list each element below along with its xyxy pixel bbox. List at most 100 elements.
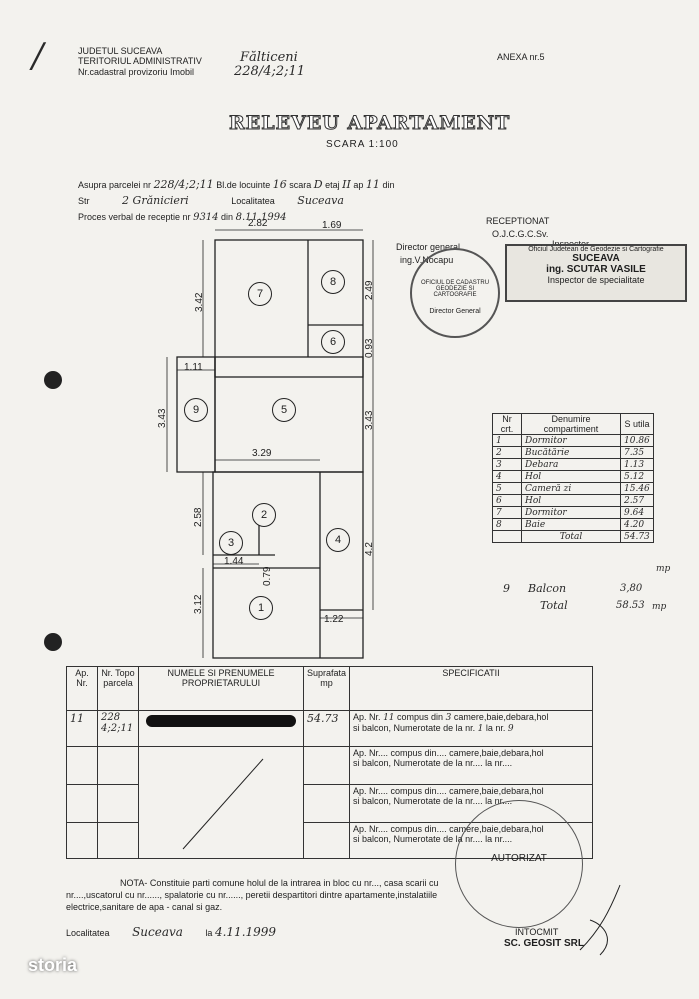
nota-date-label: la bbox=[205, 928, 213, 938]
owner-ap: 11 bbox=[66, 710, 98, 747]
annex-label: ANEXA nr.5 bbox=[497, 52, 545, 62]
block-label: Bl.de locuinte bbox=[216, 180, 271, 190]
legend-total-label: Total bbox=[521, 530, 621, 543]
inspector-stamp: Oficiul Judetean de Geodezie si Cartogra… bbox=[505, 244, 687, 302]
owner-name-cell bbox=[138, 710, 304, 747]
locality-value: Suceava bbox=[297, 194, 344, 207]
nota-line-3: electrice,sanitare de apa - canal si gaz… bbox=[66, 902, 223, 912]
owners-header-topo: Nr. Topo parcela bbox=[97, 666, 139, 711]
round-stamp-center: Director General bbox=[429, 308, 481, 315]
block-value: 16 bbox=[272, 178, 287, 191]
binder-hole-bottom bbox=[44, 633, 62, 651]
owners-header-row: Ap. Nr. Nr. Topo parcela NUMELE SI PRENU… bbox=[66, 666, 593, 711]
dim-bottom-w: 1.22 bbox=[324, 614, 344, 625]
spec-compus-label: compus din bbox=[397, 712, 444, 722]
stamp-line-3: ing. SCUTAR VASILE bbox=[546, 264, 646, 275]
legend-nr: 7 bbox=[492, 506, 522, 519]
legend-total-value: 54.73 bbox=[620, 530, 654, 543]
legend-nr: 5 bbox=[492, 482, 522, 495]
room-7-outline bbox=[214, 239, 364, 378]
empty-area bbox=[302, 784, 351, 823]
scara-value: D bbox=[313, 178, 323, 191]
spec-ap-label: Ap. Nr. bbox=[353, 712, 381, 722]
empty-area bbox=[302, 822, 351, 859]
room-1-marker: 1 bbox=[249, 596, 273, 620]
reception-label: RECEPTIONAT bbox=[486, 216, 550, 226]
nota-line-2: nr....,uscatorul cu nr......, spalatorie… bbox=[66, 890, 438, 900]
ap-value: 11 bbox=[365, 178, 380, 191]
redacted-owner-name bbox=[146, 715, 296, 727]
legend-row: 6 Hol 2.57 bbox=[492, 494, 654, 507]
spec-to-label: la nr. bbox=[485, 723, 506, 733]
empty-area bbox=[302, 746, 351, 785]
legend-name: Baie bbox=[521, 518, 621, 531]
legend-nr: 3 bbox=[492, 458, 522, 471]
legend-total-empty bbox=[492, 530, 522, 543]
legend-header-row: Nr crt. Denumire compartiment S utila bbox=[492, 413, 654, 435]
legend-name: Bucătărie bbox=[521, 446, 621, 459]
empty-spec-line: si balcon, Numerotate de la nr.... la nr… bbox=[353, 834, 513, 844]
legend-nr: 4 bbox=[492, 470, 522, 483]
dim-right-d: 4.2 bbox=[364, 542, 375, 556]
owner-area: 54.73 bbox=[302, 710, 351, 747]
locality-label: Localitatea bbox=[231, 196, 275, 206]
dim-right-b: 0.93 bbox=[364, 338, 375, 358]
legend-row: 7 Dormitor 9.64 bbox=[492, 506, 654, 519]
grand-total-unit: mp bbox=[652, 602, 667, 612]
stamp-line-2: SUCEAVA bbox=[572, 253, 620, 264]
empty-spec-line: si balcon, Numerotate de la nr.... la nr… bbox=[353, 758, 513, 768]
cross-out-line bbox=[182, 758, 264, 850]
pv-label: Proces verbal de receptie nr bbox=[78, 212, 191, 222]
pv-number: 9314 bbox=[193, 212, 219, 223]
owner-topo: 228 4;2;11 bbox=[97, 710, 139, 747]
legend-name: Dormitor bbox=[521, 506, 621, 519]
etaj-value: II bbox=[342, 178, 351, 191]
empty-spec-line: Ap. Nr.... compus din.... camere,baie,de… bbox=[353, 824, 544, 834]
legend-row: 8 Baie 4.20 bbox=[492, 518, 654, 531]
legend-row: 3 Debara 1.13 bbox=[492, 458, 654, 471]
owners-header-ap: Ap. Nr. bbox=[66, 666, 98, 711]
owners-header-name: NUMELE SI PRENUMELE PROPRIETARULUI bbox=[138, 666, 304, 711]
owner-spec-line-1: Ap. Nr. 11 compus din 3 camere,baie,deba… bbox=[353, 712, 589, 723]
legend-nr: 6 bbox=[492, 494, 522, 507]
nota-locality-line: Localitatea Suceava la 4.11.1999 bbox=[66, 926, 276, 938]
binder-hole-top bbox=[44, 371, 62, 389]
empty-ap bbox=[66, 784, 98, 823]
cadastral-label: Nr.cadastral provizoriu Imobil bbox=[78, 67, 195, 77]
room-2-marker: 2 bbox=[252, 503, 276, 527]
room-4-marker: 4 bbox=[326, 528, 350, 552]
authorization-stamp-text: AUTORIZAT bbox=[491, 853, 547, 864]
empty-topo bbox=[97, 822, 139, 859]
legend-s: 4.20 bbox=[620, 518, 654, 531]
balcony-name: Balcon bbox=[528, 582, 567, 595]
dim-right-a: 2.49 bbox=[364, 280, 375, 300]
territory-label: TERITORIUL ADMINISTRATIV bbox=[78, 56, 202, 66]
dim-left-a: 3.42 bbox=[194, 292, 205, 312]
balcony-area: 3,80 bbox=[620, 583, 643, 594]
document-title: RELEVEU APARTAMENT bbox=[228, 112, 511, 135]
owners-header-spec: SPECIFICATII bbox=[349, 666, 593, 711]
owner-spec: Ap. Nr. 11 compus din 3 camere,baie,deba… bbox=[349, 710, 593, 747]
rooms-legend-table: Nr crt. Denumire compartiment S utila 1 … bbox=[492, 413, 654, 543]
legend-name: Debara bbox=[521, 458, 621, 471]
legend-total-unit: mp bbox=[656, 564, 671, 574]
dim-right-c: 3.43 bbox=[364, 410, 375, 430]
director-round-stamp: OFICIUL DE CADASTRU GEODEZIE SI CARTOGRA… bbox=[410, 248, 500, 338]
floor-plan bbox=[166, 229, 374, 659]
legend-name: Dormitor bbox=[521, 434, 621, 447]
owners-row: 11 228 4;2;11 54.73 Ap. Nr. 11 compus di… bbox=[66, 710, 593, 747]
dim-left-b: 3.43 bbox=[157, 408, 168, 428]
legend-header-s: S utila bbox=[620, 413, 654, 435]
owners-row: Ap. Nr.... compus din.... camere,baie,de… bbox=[66, 784, 593, 823]
room-9-marker: 9 bbox=[184, 398, 208, 422]
owners-header-area: Suprafata mp bbox=[302, 666, 351, 711]
empty-ap bbox=[66, 746, 98, 785]
company-name: SC. GEOSIT SRL bbox=[504, 938, 585, 949]
room-3-marker: 3 bbox=[219, 531, 243, 555]
dim-left-c: 2.58 bbox=[193, 507, 204, 527]
spec-numbered-label: si balcon, Numerotate de la nr. bbox=[353, 723, 476, 733]
room-5-marker: 5 bbox=[272, 398, 296, 422]
dim-left-d: 3.12 bbox=[193, 594, 204, 614]
dim-mid-w: 3.29 bbox=[252, 448, 272, 459]
legend-header-name: Denumire compartiment bbox=[521, 413, 621, 435]
